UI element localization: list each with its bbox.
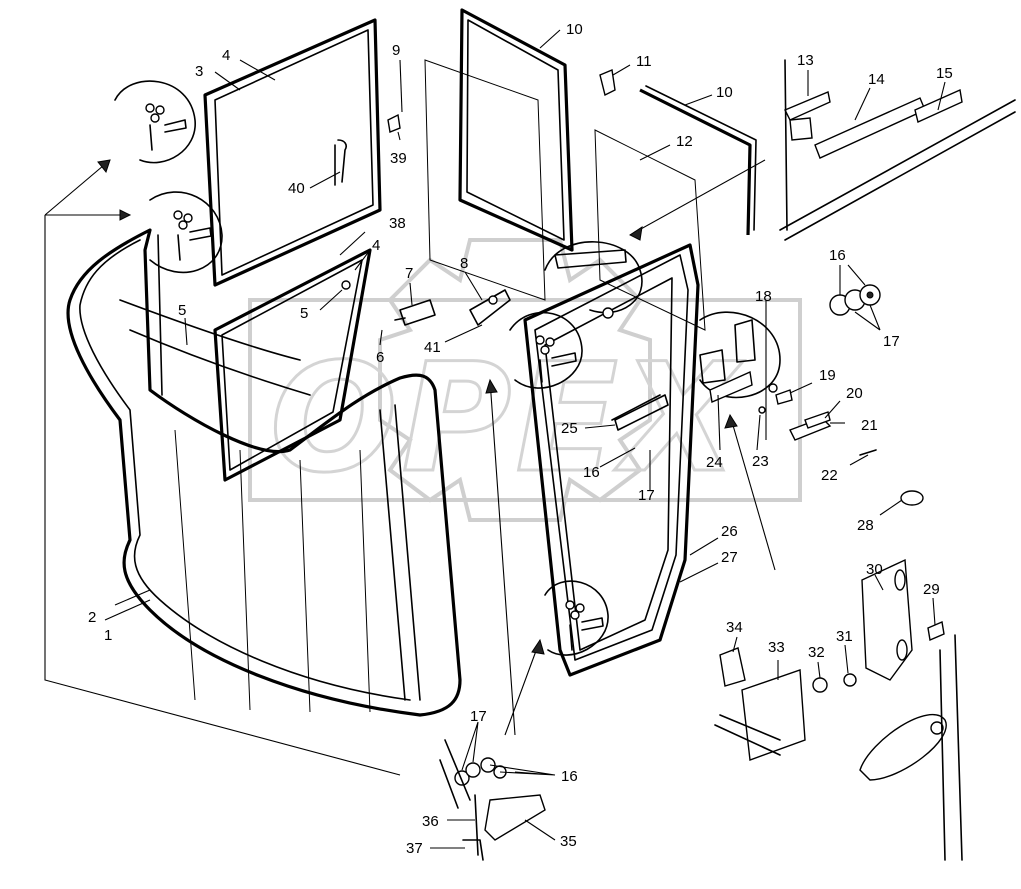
callout-1: 1	[104, 627, 112, 644]
window-seal	[639, 85, 757, 236]
callout-15: 15	[936, 65, 953, 82]
lower-window	[213, 248, 372, 482]
callout-31: 31	[836, 628, 853, 645]
glass-pane-12	[594, 129, 706, 331]
callout-8: 8	[460, 255, 468, 272]
latch-parts	[614, 370, 877, 456]
reference-arrows	[44, 159, 776, 776]
callout-36: 36	[422, 813, 439, 830]
callout-26: 26	[721, 523, 738, 540]
callout-13: 13	[797, 52, 814, 69]
callout-22: 22	[821, 467, 838, 484]
callout-33: 33	[768, 639, 785, 656]
callout-4a: 4	[222, 47, 230, 64]
callout-34: 34	[726, 619, 743, 636]
callout-19: 19	[819, 367, 836, 384]
bottom-hinge-detail	[439, 739, 546, 861]
callout-20: 20	[846, 385, 863, 402]
callout-38: 38	[389, 215, 406, 232]
callout-4b: 4	[372, 237, 380, 254]
callout-18: 18	[755, 288, 772, 305]
callout-5a: 5	[178, 302, 186, 319]
callout-25: 25	[561, 420, 578, 437]
callout-37: 37	[406, 840, 423, 857]
callout-27: 27	[721, 549, 738, 566]
callout-16b: 16	[583, 464, 600, 481]
callout-3: 3	[195, 63, 203, 80]
callout-14: 14	[868, 71, 885, 88]
callout-24: 24	[706, 454, 723, 471]
callout-41: 41	[424, 339, 441, 356]
callout-16c: 16	[561, 768, 578, 785]
watermark-logo: OPEX	[248, 238, 802, 522]
callout-10b: 10	[716, 84, 733, 101]
callout-7: 7	[405, 265, 413, 282]
lower-bracket-assembly	[714, 558, 963, 861]
callout-9: 9	[392, 42, 400, 59]
watermark-text: OPEX	[270, 332, 744, 506]
callout-16a: 16	[829, 247, 846, 264]
upper-window	[203, 18, 382, 287]
door-lock-parts	[394, 289, 511, 326]
gas-strut-assembly	[779, 59, 1016, 241]
plug-cap	[900, 490, 924, 506]
callout-17b: 17	[638, 487, 655, 504]
front-windshield	[66, 228, 462, 717]
clip-parts	[387, 69, 616, 133]
callout-40: 40	[288, 180, 305, 197]
leader-lines	[104, 29, 946, 849]
callout-23: 23	[752, 453, 769, 470]
door-window-frame	[458, 8, 574, 252]
callout-39: 39	[390, 150, 407, 167]
callout-2: 2	[88, 609, 96, 626]
callout-17a: 17	[883, 333, 900, 350]
callout-labels: 1 2 3 4 4 5 5 6 7 8 9 10 10 11 12 13 14 …	[88, 21, 953, 857]
detail-circles	[114, 80, 781, 656]
glass-pane-9	[424, 59, 546, 301]
callout-6: 6	[376, 349, 384, 366]
callout-10a: 10	[566, 21, 583, 38]
callout-12: 12	[676, 133, 693, 150]
callout-32: 32	[808, 644, 825, 661]
callout-28: 28	[857, 517, 874, 534]
callout-30: 30	[866, 561, 883, 578]
roller-set	[829, 284, 881, 316]
callout-29: 29	[923, 581, 940, 598]
callout-21: 21	[861, 417, 878, 434]
hinge-hardware	[145, 103, 756, 651]
callout-17c: 17	[470, 708, 487, 725]
callout-5b: 5	[300, 305, 308, 322]
callout-35: 35	[560, 833, 577, 850]
callout-11: 11	[636, 53, 652, 70]
